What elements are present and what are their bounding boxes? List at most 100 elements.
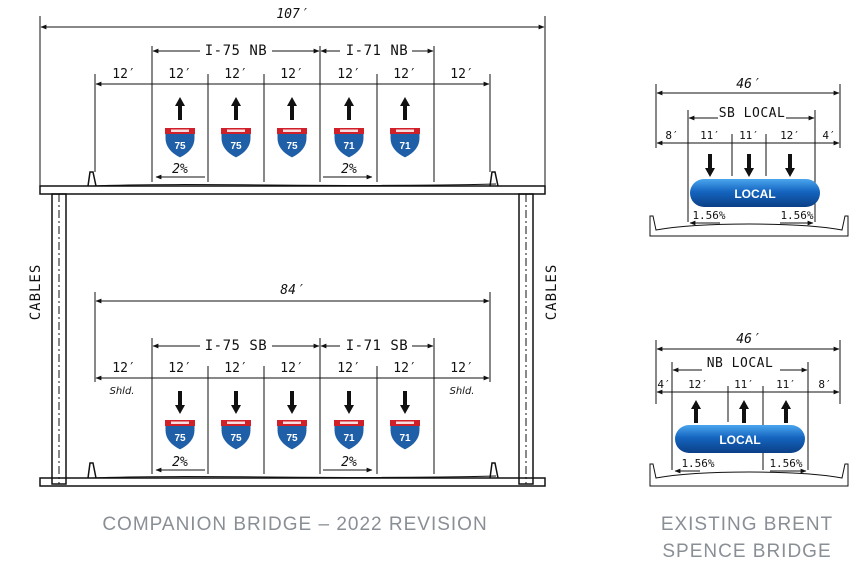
upper-lane-width-6: 12′ <box>393 67 416 82</box>
svg-text:75: 75 <box>174 141 186 152</box>
existing-upper-width-2: 11′ <box>700 129 720 142</box>
lower-lane-dimension-line <box>95 366 490 474</box>
upper-slope-left: 2% <box>172 162 188 177</box>
lower-slope-left: 2% <box>172 455 188 470</box>
svg-text:75: 75 <box>286 433 298 444</box>
northbound-arrow-icon <box>231 97 241 120</box>
existing-upper-section <box>649 84 849 237</box>
lower-slope-right: 2% <box>341 455 357 470</box>
interstate-shield-icon: 75 <box>164 419 196 451</box>
southbound-arrow-icon <box>175 391 185 414</box>
local-sign-text: LOCAL <box>719 433 760 447</box>
interstate-shield-icon: 71 <box>333 419 365 451</box>
interstate-shield-icon: 75 <box>220 127 252 159</box>
upper-deck <box>39 185 546 195</box>
northbound-arrow-icon <box>400 97 410 120</box>
existing-lower-width-4: 11′ <box>776 378 796 391</box>
cables-label-left: CABLES <box>28 264 44 321</box>
upper-lane-width-3: 12′ <box>224 67 247 82</box>
upper-group-brackets <box>151 46 435 182</box>
upper-right-barrier <box>489 171 499 187</box>
lower-lane-width-4: 12′ <box>280 361 303 376</box>
southbound-arrow-icon <box>231 391 241 414</box>
existing-lower-width-3: 11′ <box>734 378 754 391</box>
existing-lower-local-sign: LOCAL <box>675 425 805 453</box>
northbound-arrow-icon <box>781 400 791 423</box>
interstate-shield-icon: 75 <box>220 419 252 451</box>
existing-lower-slope-left: 1.56% <box>681 457 714 470</box>
existing-bridge-caption-line2: SPENCE BRIDGE <box>662 541 832 562</box>
interstate-shield-icon: 71 <box>389 127 421 159</box>
svg-text:75: 75 <box>230 433 242 444</box>
upper-lane-arrows <box>175 97 410 120</box>
interstate-shield-icon: 75 <box>164 127 196 159</box>
existing-upper-arrows <box>705 154 795 177</box>
existing-lower-width-2: 12′ <box>688 378 708 391</box>
upper-slope-right: 2% <box>341 162 357 177</box>
northbound-arrow-icon <box>739 400 749 423</box>
upper-lane-width-7: 12′ <box>450 67 473 82</box>
northbound-arrow-icon <box>175 97 185 120</box>
existing-upper-group: SB LOCAL <box>719 106 786 121</box>
existing-upper-local-sign: LOCAL <box>690 179 820 207</box>
svg-text:75: 75 <box>174 433 186 444</box>
interstate-shield-icon: 75 <box>276 127 308 159</box>
svg-text:75: 75 <box>286 141 298 152</box>
lower-lane-width-2: 12′ <box>168 361 191 376</box>
existing-bridge-caption-line1: EXISTING BRENT <box>660 514 834 535</box>
svg-text:71: 71 <box>399 141 411 152</box>
northbound-arrow-icon <box>344 97 354 120</box>
local-sign-text: LOCAL <box>734 187 775 201</box>
southbound-arrow-icon <box>344 391 354 414</box>
existing-lower-slope-right: 1.56% <box>769 457 802 470</box>
lower-group-i71sb: I-71 SB <box>346 338 409 354</box>
southbound-arrow-icon <box>705 154 715 177</box>
lower-deck <box>39 477 546 487</box>
lower-lane-widths: 12′ 12′ 12′ 12′ 12′ 12′ 12′ <box>112 361 473 376</box>
existing-upper-width-5: 4′ <box>822 129 835 142</box>
existing-upper-slope-right: 1.56% <box>780 209 813 222</box>
lower-lane-width-5: 12′ <box>337 361 360 376</box>
southbound-arrow-icon <box>744 154 754 177</box>
interstate-shield-icon: 71 <box>389 419 421 451</box>
upper-lane-width-1: 12′ <box>112 67 135 82</box>
upper-total-width: 107′ <box>276 7 307 22</box>
existing-upper-total-width: 46′ <box>736 77 759 92</box>
svg-text:75: 75 <box>230 141 242 152</box>
upper-lane-width-4: 12′ <box>280 67 303 82</box>
upper-lane-dimension-line <box>94 74 491 182</box>
upper-route-shields: 75 75 75 71 71 <box>164 127 421 159</box>
upper-left-barrier <box>87 171 97 187</box>
southbound-arrow-icon <box>287 391 297 414</box>
interstate-shield-icon: 75 <box>276 419 308 451</box>
existing-upper-width-4: 12′ <box>780 129 800 142</box>
upper-lane-width-5: 12′ <box>337 67 360 82</box>
cables-label-right: CABLES <box>544 264 560 321</box>
lower-total-width: 84′ <box>280 283 303 298</box>
svg-text:71: 71 <box>343 141 355 152</box>
southbound-arrow-icon <box>785 154 795 177</box>
lower-group-brackets <box>151 338 435 474</box>
svg-text:71: 71 <box>343 433 355 444</box>
existing-lower-section <box>649 340 849 487</box>
lower-route-shields: 75 75 75 71 71 <box>164 419 421 451</box>
upper-group-i75nb: I-75 NB <box>205 43 268 59</box>
existing-upper-slope-left: 1.56% <box>692 209 725 222</box>
lower-total-dimension <box>94 292 491 382</box>
upper-lane-widths: 12′ 12′ 12′ 12′ 12′ 12′ 12′ <box>112 67 473 82</box>
lower-lane-width-3: 12′ <box>224 361 247 376</box>
existing-lower-total-width: 46′ <box>736 332 759 347</box>
southbound-arrow-icon <box>400 391 410 414</box>
lower-left-barrier <box>87 462 97 479</box>
existing-lower-width-1: 4′ <box>657 378 670 391</box>
interstate-shield-icon: 71 <box>333 127 365 159</box>
lower-lane-width-7: 12′ <box>450 361 473 376</box>
northbound-arrow-icon <box>287 97 297 120</box>
existing-upper-width-1: 8′ <box>665 129 678 142</box>
northbound-arrow-icon <box>691 400 701 423</box>
existing-lower-group: NB LOCAL <box>707 356 774 371</box>
upper-total-dimension <box>39 16 546 186</box>
companion-bridge-caption: COMPANION BRIDGE – 2022 REVISION <box>102 514 488 535</box>
